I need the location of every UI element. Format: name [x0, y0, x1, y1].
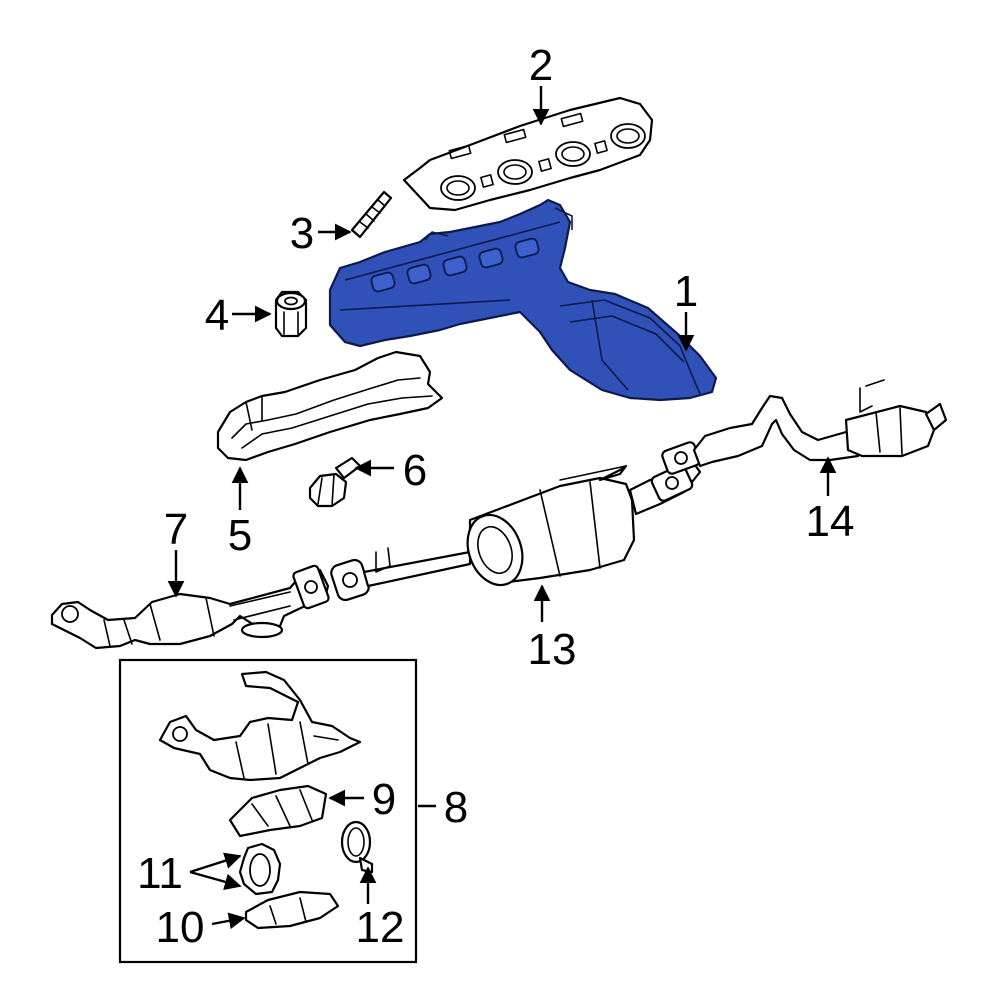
front-pipe-with-converter[interactable]	[50, 564, 330, 650]
callout-9: 9	[372, 775, 396, 824]
callout-2: 2	[529, 41, 553, 90]
inset-converter-10[interactable]	[244, 890, 340, 930]
inset-converter-9[interactable]	[228, 784, 328, 838]
muffler-assembly[interactable]	[329, 456, 702, 602]
manifold-nut[interactable]	[274, 290, 308, 338]
callout-10: 10	[156, 903, 205, 952]
inset-front-pipe[interactable]	[158, 670, 362, 782]
manifold-gasket[interactable]	[402, 96, 654, 212]
heat-shield-bolt[interactable]	[308, 456, 362, 508]
callout-numbers: 1 2 3 4 5 6 7 8 9 10 11 12 13 14	[137, 41, 854, 952]
callout-6: 6	[403, 446, 427, 495]
callout-12: 12	[356, 903, 405, 952]
converter-kit-inset-box	[118, 658, 418, 964]
callout-14: 14	[806, 497, 855, 546]
exhaust-manifold-with-converter[interactable]	[328, 198, 718, 402]
tail-pipe[interactable]	[661, 379, 948, 475]
callout-7: 7	[164, 505, 188, 554]
heat-shield[interactable]	[216, 350, 444, 462]
inset-gasket-11[interactable]	[238, 842, 282, 896]
callout-1: 1	[674, 267, 698, 316]
leader-lines	[167, 86, 837, 930]
callout-5: 5	[228, 511, 252, 560]
callout-11: 11	[137, 849, 183, 898]
callout-4: 4	[205, 291, 229, 340]
inset-clamp-12[interactable]	[340, 820, 374, 874]
callout-3: 3	[290, 209, 314, 258]
manifold-stud[interactable]	[350, 190, 393, 239]
callout-13: 13	[528, 625, 577, 674]
callout-8: 8	[444, 783, 468, 832]
